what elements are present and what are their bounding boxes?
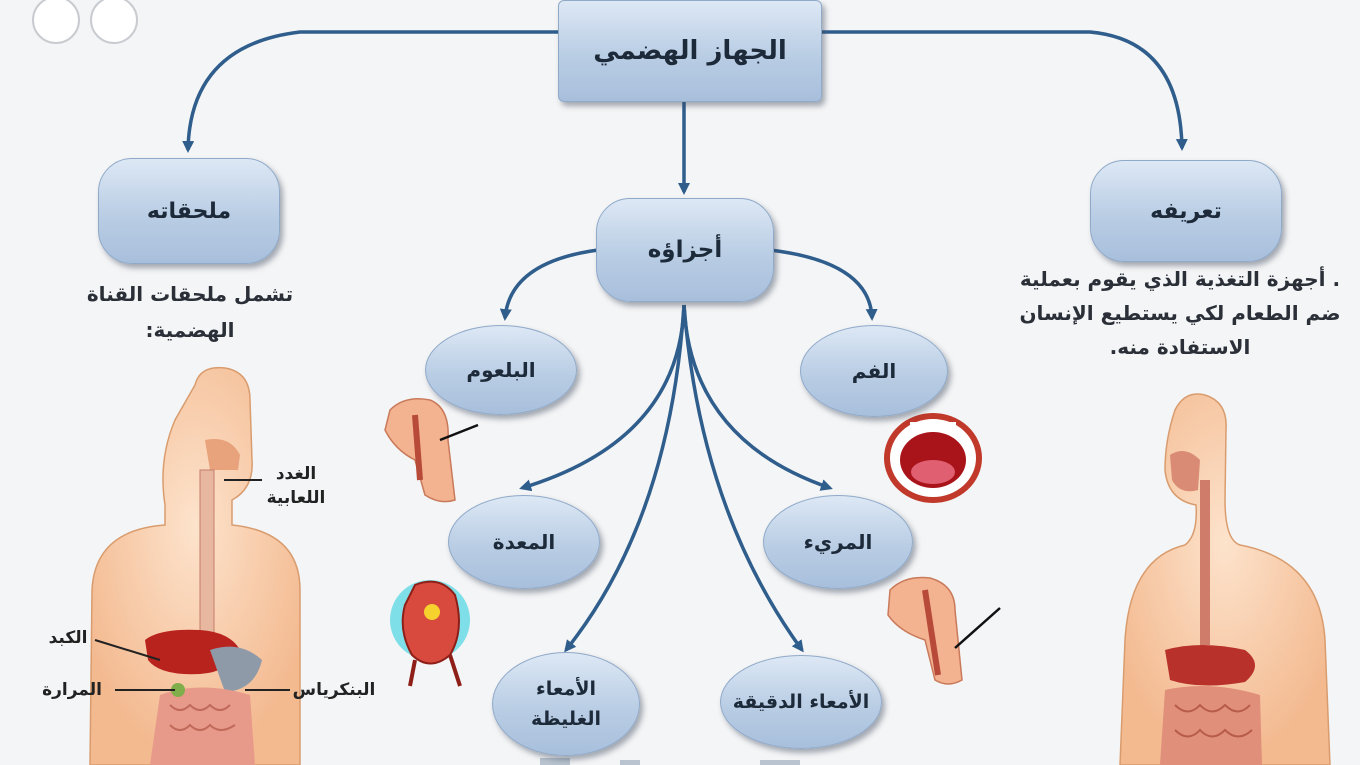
corner-circle-1 bbox=[32, 0, 80, 44]
arrow-parts-to-pharynx bbox=[499, 248, 599, 321]
arrow-parts-to-mouth bbox=[769, 248, 878, 321]
node-definition-label: تعريفه bbox=[1150, 198, 1222, 224]
accessories-text-line-1: تشمل ملحقات القناة bbox=[86, 282, 294, 306]
label-salivary-line-2: اللعابية bbox=[266, 488, 326, 508]
node-small-intestine: الأمعاء الدقيقة bbox=[720, 655, 882, 749]
accessories-text: تشمل ملحقات القناة الهضمية: bbox=[60, 276, 320, 348]
arrow-root-to-accessories bbox=[182, 30, 558, 153]
arrow-parts-to-small-intestine bbox=[682, 304, 804, 653]
label-gallbladder: المرارة bbox=[30, 678, 114, 702]
node-large-intestine-label-1: الأمعاء bbox=[536, 678, 596, 700]
node-esophagus-label: المريء bbox=[803, 530, 873, 554]
node-small-intestine-label: الأمعاء الدقيقة bbox=[732, 691, 870, 713]
arrow-root-to-definition bbox=[820, 30, 1188, 151]
organ-pointers bbox=[94, 479, 290, 691]
node-large-intestine-label-2: الغليظة bbox=[531, 708, 601, 730]
node-pharynx-label: البلعوم bbox=[466, 358, 536, 382]
node-parts-label: أجزاؤه bbox=[647, 237, 723, 263]
connectors bbox=[182, 30, 1188, 653]
label-pancreas-text: البنكرياس bbox=[292, 680, 376, 700]
node-parts: أجزاؤه bbox=[596, 198, 774, 302]
node-accessories: ملحقاته bbox=[98, 158, 280, 264]
label-pancreas: البنكرياس bbox=[288, 678, 380, 702]
node-mouth-label: الفم bbox=[851, 359, 897, 383]
node-root: الجهاز الهضمي bbox=[558, 0, 822, 102]
bottom-cropped-marks bbox=[540, 758, 800, 765]
definition-text-line-2: ضم الطعام لكي يستطيع الإنسان bbox=[1019, 301, 1341, 325]
definition-text-line-3: الاستفادة منه. bbox=[1109, 335, 1251, 359]
node-definition: تعريفه bbox=[1090, 160, 1282, 262]
node-large-intestine: الأمعاء الغليظة bbox=[492, 652, 640, 756]
accessories-text-line-2: الهضمية: bbox=[145, 318, 235, 342]
label-liver: الكبد bbox=[38, 626, 98, 650]
human-body-icon-left bbox=[89, 366, 301, 765]
definition-text-line-1: . أجهزة التغذية الذي يقوم بعملية bbox=[1019, 267, 1341, 291]
node-stomach: المعدة bbox=[448, 495, 600, 589]
arrow-parts-to-esophagus bbox=[682, 304, 833, 491]
esophagus-icon bbox=[887, 576, 1001, 685]
node-mouth: الفم bbox=[800, 325, 948, 417]
definition-text: . أجهزة التغذية الذي يقوم بعملية ضم الطع… bbox=[1010, 262, 1350, 364]
corner-circle-2 bbox=[90, 0, 138, 44]
node-esophagus: المريء bbox=[763, 495, 913, 589]
human-body-icon-right bbox=[1119, 393, 1331, 765]
node-root-label: الجهاز الهضمي bbox=[593, 36, 787, 66]
label-salivary-line-1: الغدد bbox=[275, 464, 317, 484]
node-accessories-label: ملحقاته bbox=[146, 198, 232, 224]
mouth-icon bbox=[884, 413, 982, 503]
node-stomach-label: المعدة bbox=[492, 530, 556, 554]
arrow-parts-to-large-intestine bbox=[564, 304, 686, 653]
node-pharynx: البلعوم bbox=[425, 325, 577, 415]
stomach-icon bbox=[390, 580, 470, 687]
pharynx-icon bbox=[384, 398, 479, 503]
label-liver-text: الكبد bbox=[48, 628, 88, 648]
label-gallbladder-text: المرارة bbox=[42, 680, 102, 700]
label-salivary-glands: الغدد اللعابية bbox=[262, 462, 330, 510]
